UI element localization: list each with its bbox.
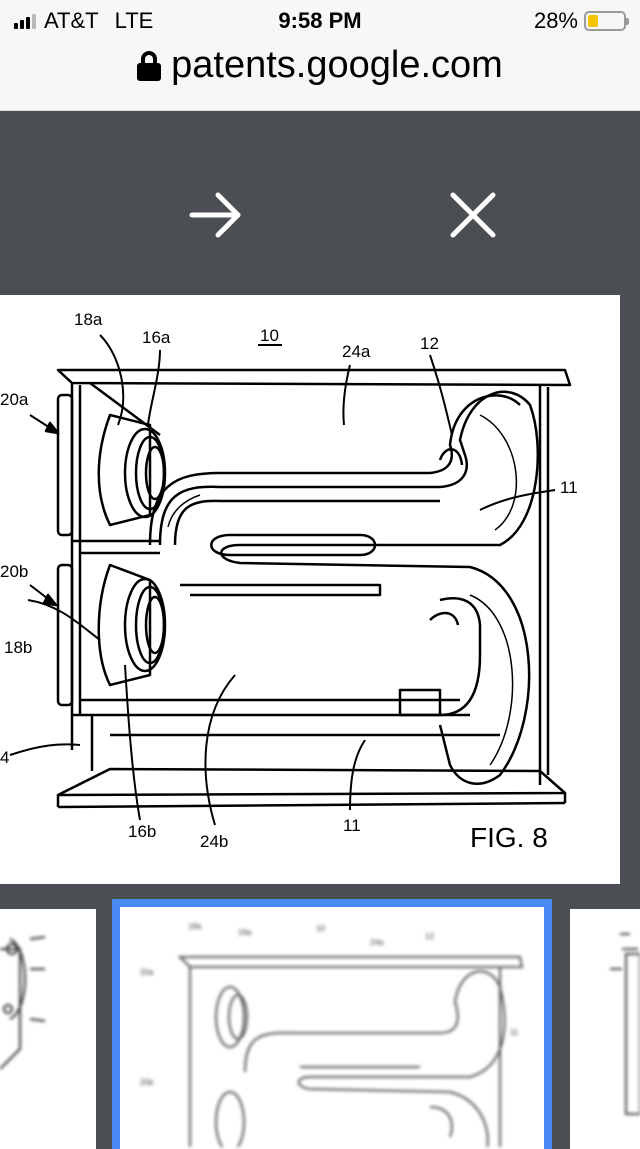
label-11-top: 11 — [560, 478, 578, 497]
svg-text:11: 11 — [510, 1028, 519, 1037]
svg-text:24a: 24a — [370, 938, 384, 947]
label-18a: 18a — [74, 310, 103, 329]
label-24b: 24b — [200, 832, 228, 851]
label-10: 10 — [260, 326, 279, 345]
image-viewer: 18a 16a 10 24a 12 20a 11 20b 18b 4 16b 2… — [0, 111, 640, 1149]
arrow-right-icon — [189, 192, 241, 238]
thumbnail-current[interactable]: 18a 16a 10 24a 12 20a 11 20b — [112, 899, 552, 1149]
thumbnail-drawing — [610, 933, 640, 1115]
thumbnail-next[interactable] — [570, 909, 640, 1149]
svg-text:18a: 18a — [188, 922, 202, 931]
address-bar[interactable]: patents.google.com — [0, 40, 640, 111]
close-icon — [450, 192, 496, 238]
battery-percent: 28% — [533, 8, 578, 33]
carrier-name: AT&T — [44, 8, 99, 33]
svg-text:20b: 20b — [140, 1078, 154, 1087]
lock-icon — [137, 50, 162, 81]
figure-caption: FIG. 8 — [470, 822, 548, 853]
url-display[interactable]: patents.google.com — [0, 44, 640, 87]
label-20a: 20a — [0, 390, 29, 409]
patent-figure[interactable]: 18a 16a 10 24a 12 20a 11 20b 18b 4 16b 2… — [0, 295, 620, 884]
battery-status: 28% — [533, 8, 629, 34]
label-12: 12 — [420, 334, 439, 353]
label-11-bottom: 11 — [343, 816, 361, 835]
svg-text:12: 12 — [425, 932, 434, 941]
label-16b: 16b — [128, 822, 156, 841]
battery-icon — [584, 11, 629, 31]
next-image-button[interactable] — [176, 175, 256, 255]
label-24a: 24a — [342, 342, 371, 361]
thumbnail-strip: 18a 16a 10 24a 12 20a 11 20b — [0, 899, 640, 1149]
svg-text:20a: 20a — [140, 968, 154, 977]
thumbnail-previous[interactable] — [0, 909, 96, 1149]
thumbnail-drawing: 18a 16a 10 24a 12 20a 11 20b — [140, 922, 524, 1149]
label-4: 4 — [0, 748, 9, 767]
patent-drawing: 18a 16a 10 24a 12 20a 11 20b 18b 4 16b 2… — [0, 310, 578, 853]
thumbnail-drawing — [0, 936, 46, 1070]
battery-level — [588, 15, 598, 27]
label-20b: 20b — [0, 562, 28, 581]
clock: 9:58 PM — [278, 8, 362, 33]
svg-text:16a: 16a — [238, 928, 252, 937]
close-button[interactable] — [433, 175, 513, 255]
url-text: patents.google.com — [171, 44, 503, 86]
label-18b: 18b — [4, 638, 32, 657]
signal-strength-icon — [14, 13, 36, 29]
status-bar: AT&T LTE 9:58 PM 28% — [0, 0, 640, 40]
label-16a: 16a — [142, 328, 171, 347]
svg-text:10: 10 — [316, 924, 325, 933]
network-type: LTE — [114, 8, 154, 33]
carrier-info: AT&T LTE — [14, 8, 153, 34]
